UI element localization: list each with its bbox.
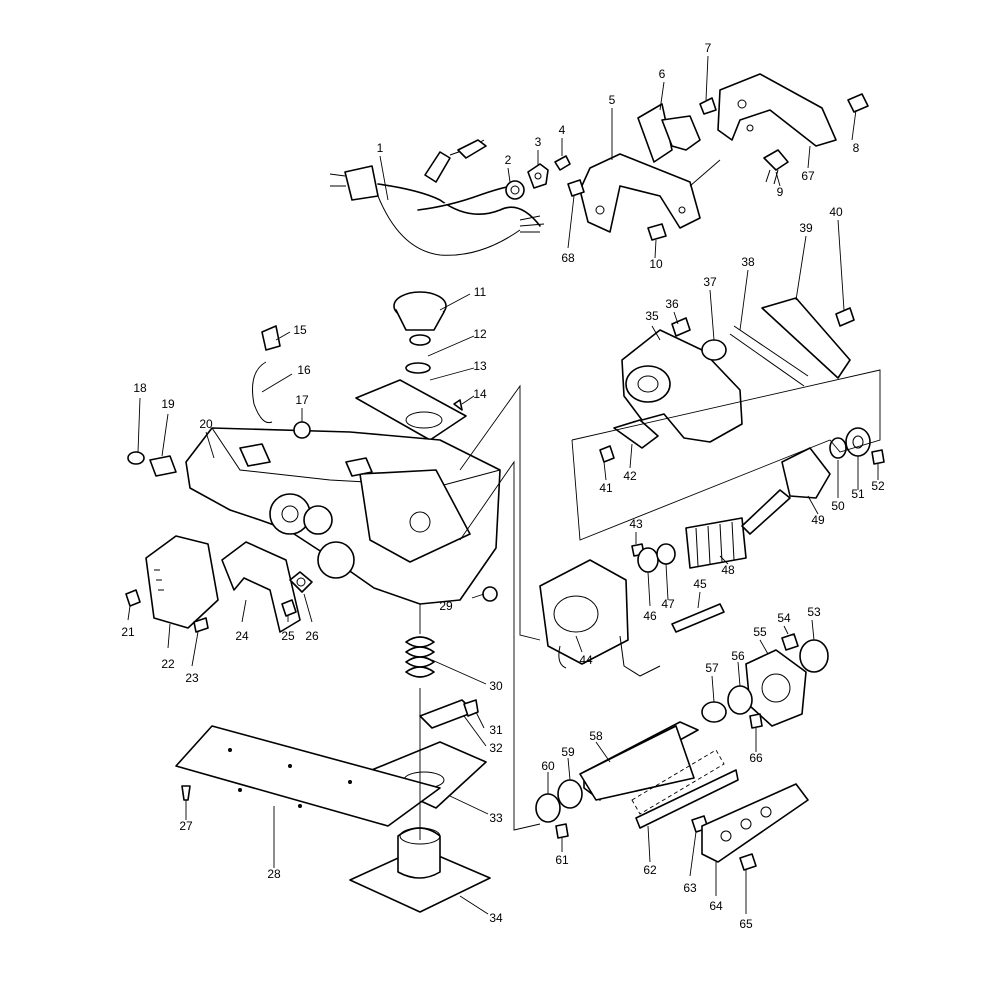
part-callout-37: 37 (703, 275, 717, 289)
part-callout-14: 14 (473, 387, 487, 401)
part-callout-22: 22 (161, 657, 175, 671)
belt-cover-assembly (599, 297, 855, 463)
base-assembly (175, 636, 491, 913)
part-callout-2: 2 (505, 153, 512, 167)
part-callout-59: 59 (561, 745, 575, 759)
part-callout-41: 41 (599, 481, 613, 495)
part-callout-65: 65 (739, 917, 753, 931)
part-callout-45: 45 (693, 577, 707, 591)
part-callout-16: 16 (297, 363, 311, 377)
part-callout-12: 12 (473, 327, 487, 341)
part-callout-62: 62 (643, 863, 657, 877)
part-callout-34: 34 (489, 911, 503, 925)
part-callout-68: 68 (561, 251, 575, 265)
part-callout-27: 27 (179, 819, 193, 833)
part-callout-25: 25 (281, 629, 295, 643)
part-callout-7: 7 (705, 41, 712, 55)
housing-body (127, 325, 501, 605)
part-callout-51: 51 (851, 487, 865, 501)
part-callout-58: 58 (589, 729, 603, 743)
part-callout-26: 26 (305, 629, 319, 643)
part-callout-13: 13 (473, 359, 487, 373)
part-callout-33: 33 (489, 811, 503, 825)
front-covers (125, 535, 313, 633)
part-callout-39: 39 (799, 221, 813, 235)
part-callout-55: 55 (753, 625, 767, 639)
field-assembly (539, 559, 725, 677)
part-callout-15: 15 (293, 323, 307, 337)
part-callout-52: 52 (871, 479, 885, 493)
part-callout-5: 5 (609, 93, 616, 107)
part-callout-56: 56 (731, 649, 745, 663)
part-callout-49: 49 (811, 513, 825, 527)
part-callout-20: 20 (199, 417, 213, 431)
part-callout-42: 42 (623, 469, 637, 483)
part-callout-64: 64 (709, 899, 723, 913)
part-callout-35: 35 (645, 309, 659, 323)
part-callout-57: 57 (705, 661, 719, 675)
part-callout-19: 19 (161, 397, 175, 411)
assembly-guide-lines (419, 369, 881, 840)
part-callout-21: 21 (121, 625, 135, 639)
part-callout-28: 28 (267, 867, 281, 881)
part-callout-9: 9 (777, 185, 784, 199)
part-callout-61: 61 (555, 853, 569, 867)
part-callout-38: 38 (741, 255, 755, 269)
part-callout-47: 47 (661, 597, 675, 611)
part-callout-10: 10 (649, 257, 663, 271)
part-callout-6: 6 (659, 67, 666, 81)
part-callout-18: 18 (133, 381, 147, 395)
part-callout-24: 24 (235, 629, 249, 643)
part-callout-66: 66 (749, 751, 763, 765)
cutter-drum-assembly (535, 721, 809, 871)
part-callout-46: 46 (643, 609, 657, 623)
part-callout-53: 53 (807, 605, 821, 619)
part-callout-29: 29 (439, 599, 453, 613)
armature-assembly (631, 427, 885, 573)
power-cord (329, 139, 545, 256)
part-callout-63: 63 (683, 881, 697, 895)
part-callout-54: 54 (777, 611, 791, 625)
part-callout-36: 36 (665, 297, 679, 311)
part-callout-40: 40 (829, 205, 843, 219)
part-callout-43: 43 (629, 517, 643, 531)
part-callout-8: 8 (853, 141, 860, 155)
part-callout-23: 23 (185, 671, 199, 685)
gear-housing (701, 633, 829, 729)
part-callout-4: 4 (559, 123, 566, 137)
part-callout-50: 50 (831, 499, 845, 513)
part-callout-17: 17 (295, 393, 309, 407)
part-callout-30: 30 (489, 679, 503, 693)
part-callout-67: 67 (801, 169, 815, 183)
part-callout-11: 11 (474, 285, 487, 299)
depth-knob-assembly (355, 291, 467, 441)
part-callout-32: 32 (489, 741, 503, 755)
part-callout-31: 31 (489, 723, 503, 737)
part-callout-3: 3 (535, 135, 542, 149)
part-callout-48: 48 (721, 563, 735, 577)
part-callout-1: 1 (377, 141, 384, 155)
handle-assembly (527, 73, 869, 241)
part-callout-60: 60 (541, 759, 555, 773)
part-callout-44: 44 (579, 653, 593, 667)
